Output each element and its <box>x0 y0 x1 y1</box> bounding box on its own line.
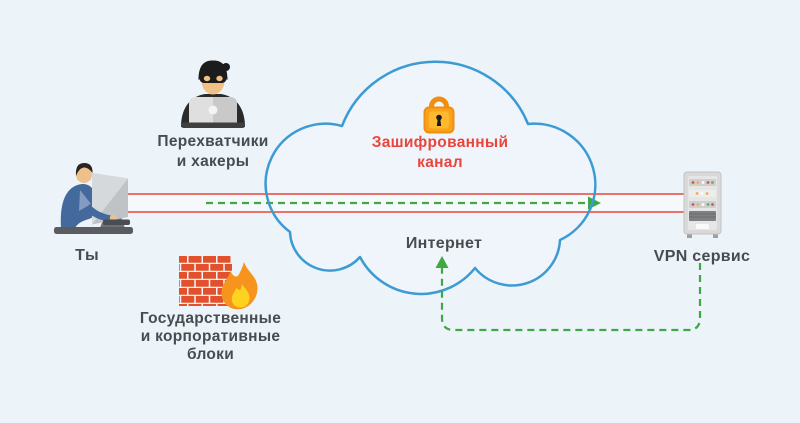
internet-cloud-shape <box>264 60 597 296</box>
internet-label-text: Интернет <box>405 235 483 252</box>
blocks-label-line2: и корпоративные <box>140 328 281 345</box>
encrypted-channel-line1: Зашифрованный <box>371 134 509 151</box>
hackers-label-line1: Перехватчики <box>157 133 269 150</box>
encrypted-channel-line2: канал <box>417 154 463 171</box>
hackers-label: Перехватчики и хакеры <box>128 132 298 172</box>
hacker-icon <box>181 60 245 128</box>
encrypted-channel-label: Зашифрованный канал <box>355 133 525 173</box>
user-label-text: Ты <box>75 247 99 264</box>
padlock-icon <box>423 96 455 134</box>
internet-cloud-fill <box>265 61 596 294</box>
firewall-brick-flame-icon <box>179 256 258 310</box>
internet-label: Интернет <box>384 234 504 254</box>
green-dashed-return-path <box>435 256 702 332</box>
hackers-label-line2: и хакеры <box>176 153 250 170</box>
blocks-label-line1: Государственные <box>139 310 282 327</box>
user-at-computer-icon <box>54 163 133 234</box>
blocks-label: Государственные и корпоративные блоки <box>118 310 303 364</box>
vpn-service-label: VPN сервис <box>642 247 762 267</box>
vpn-service-label-text: VPN сервис <box>653 248 751 265</box>
vpn-server-icon <box>683 171 722 238</box>
user-label: Ты <box>47 246 127 266</box>
blocks-label-line3: блоки <box>186 346 235 363</box>
